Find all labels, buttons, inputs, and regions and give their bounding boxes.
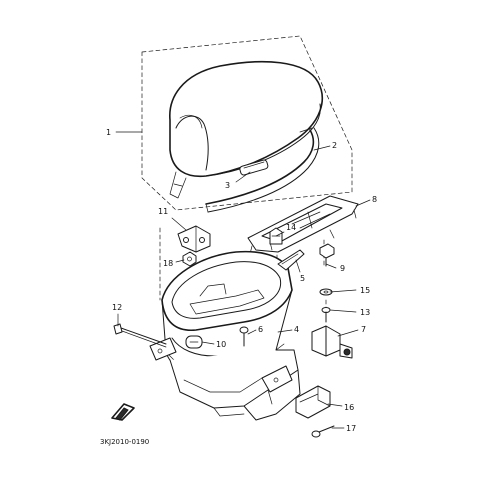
callout-3: 3 bbox=[225, 181, 230, 190]
callout-14: 14 bbox=[286, 223, 296, 232]
leader-lines bbox=[115, 131, 371, 429]
callout-8: 8 bbox=[372, 195, 377, 204]
callout-10: 10 bbox=[216, 340, 226, 349]
seat-trim bbox=[205, 127, 320, 213]
bolt-9 bbox=[319, 243, 335, 267]
callout-13: 13 bbox=[360, 308, 370, 317]
callout-16: 16 bbox=[344, 403, 354, 412]
callout-17: 17 bbox=[346, 424, 356, 433]
callout-1: 1 bbox=[106, 128, 111, 137]
lamp-10 bbox=[185, 335, 203, 349]
seat-group-outline bbox=[141, 35, 353, 211]
hinge-bracket bbox=[177, 225, 211, 253]
nut-18 bbox=[182, 251, 197, 267]
callout-5: 5 bbox=[300, 274, 305, 283]
stay-5 bbox=[277, 249, 305, 271]
callout-18: 18 bbox=[163, 259, 173, 268]
callout-2: 2 bbox=[332, 141, 337, 150]
bolt-12 bbox=[113, 323, 167, 348]
callout-11: 11 bbox=[158, 207, 168, 216]
seat bbox=[169, 60, 323, 199]
screw-13 bbox=[321, 307, 331, 323]
screw-17 bbox=[311, 425, 335, 438]
storage-box bbox=[149, 250, 301, 421]
callout-12: 12 bbox=[112, 303, 122, 312]
screw-6 bbox=[239, 326, 249, 347]
callout-6: 6 bbox=[258, 325, 263, 334]
front-arrow-icon bbox=[111, 403, 135, 421]
switch-unit-7 bbox=[311, 325, 353, 359]
callout-4: 4 bbox=[294, 325, 299, 334]
callout-9: 9 bbox=[340, 264, 345, 273]
seat-frame bbox=[247, 195, 359, 255]
seat-hinge-tab bbox=[239, 159, 269, 176]
callout-15: 15 bbox=[360, 286, 370, 295]
callout-7: 7 bbox=[361, 325, 366, 334]
cover-plate-16 bbox=[295, 385, 331, 419]
diagram-code: 3KJ2010-0190 bbox=[100, 438, 149, 446]
